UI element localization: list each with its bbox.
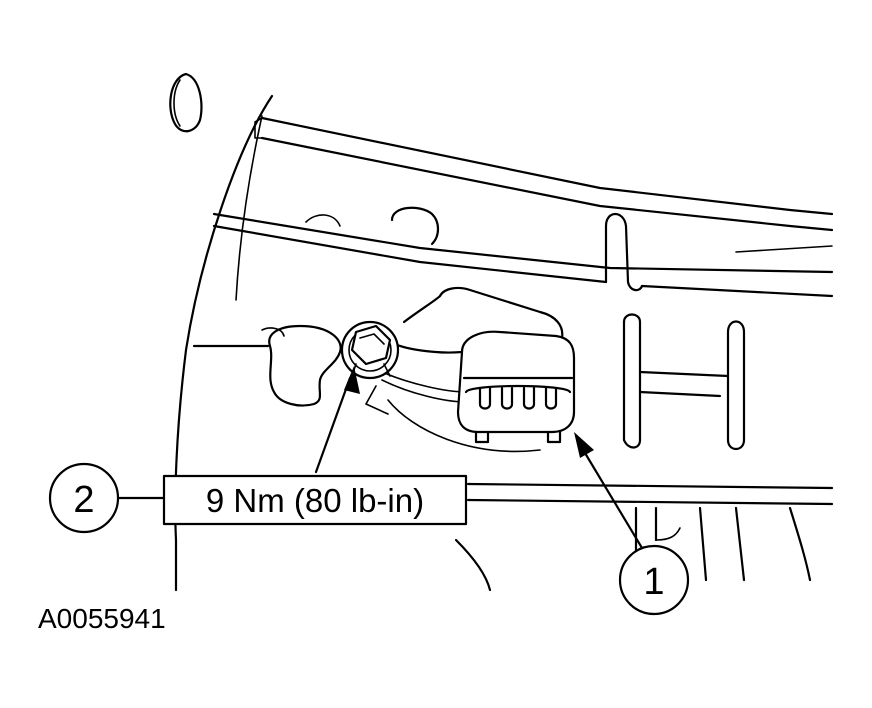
callout-1-number: 1	[643, 561, 664, 603]
engine-outline	[169, 72, 834, 592]
sensor-mount	[268, 324, 541, 453]
electrical-connector	[456, 330, 576, 444]
callout-2: 2	[48, 462, 120, 534]
bolt	[340, 320, 400, 380]
callout-2-number: 2	[73, 479, 94, 521]
callout-1-circle	[618, 544, 690, 616]
torque-spec-box: 9 Nm (80 lb-in)	[162, 474, 468, 526]
callout-1: 1	[618, 544, 690, 616]
leader-line-1	[574, 432, 644, 550]
leader-line-2	[116, 366, 360, 500]
torque-spec-label: 9 Nm (80 lb-in)	[206, 482, 424, 519]
torque-spec-frame	[162, 474, 468, 526]
figure-id: A0055941	[38, 603, 166, 634]
callout-2-circle	[48, 462, 120, 534]
